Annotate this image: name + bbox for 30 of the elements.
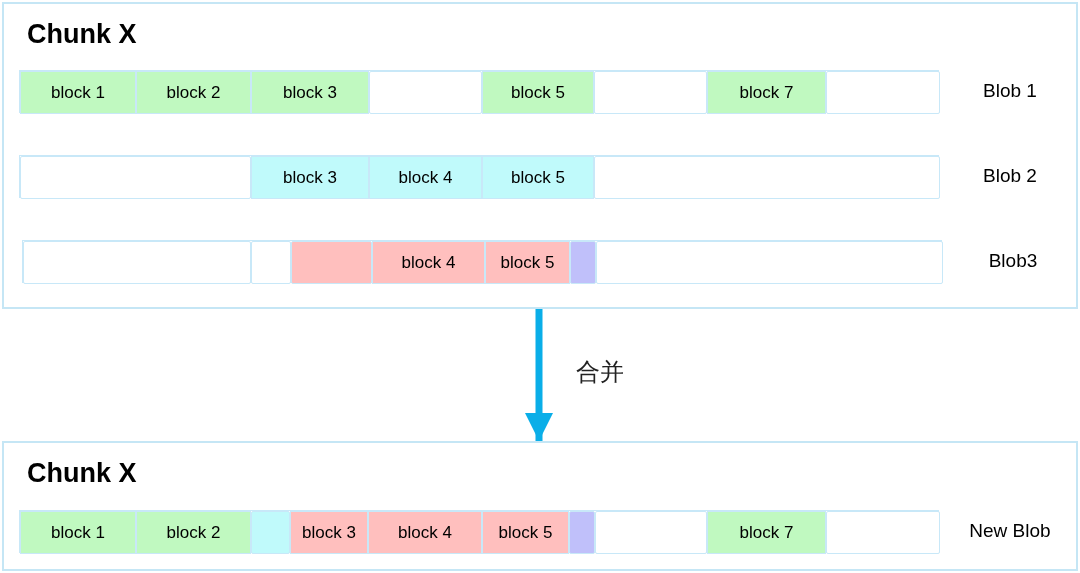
- block-cell: block 5: [482, 511, 569, 554]
- block-cell: block 4: [372, 241, 485, 284]
- filled-cell: [291, 241, 372, 284]
- block-cell: block 3: [251, 71, 369, 114]
- flow-arrow: [525, 309, 553, 441]
- block-cell: block 5: [482, 156, 594, 199]
- block-cell: block 5: [482, 71, 594, 114]
- block-cell: block 7: [707, 511, 826, 554]
- blob-label: New Blob: [968, 519, 1052, 544]
- empty-cell: [251, 241, 291, 284]
- block-cell: block 3: [251, 156, 369, 199]
- filled-cell: [570, 241, 596, 284]
- chunk-title: Chunk X: [27, 18, 137, 51]
- blob-label: Blob3: [987, 249, 1039, 274]
- block-cell: block 4: [368, 511, 482, 554]
- block-cell: block 2: [136, 71, 251, 114]
- block-cell: block 1: [20, 511, 136, 554]
- blob-label: Blob 1: [982, 79, 1038, 104]
- chunk-panel: [2, 2, 1078, 309]
- block-cell: block 1: [20, 71, 136, 114]
- chunk-title: Chunk X: [27, 457, 137, 490]
- filled-cell: [251, 511, 290, 554]
- filled-cell: [569, 511, 595, 554]
- block-cell: block 4: [369, 156, 482, 199]
- block-cell: block 2: [136, 511, 251, 554]
- block-cell: block 3: [290, 511, 368, 554]
- blob-label: Blob 2: [982, 164, 1038, 189]
- block-cell: block 5: [485, 241, 570, 284]
- chunk-panel: [2, 441, 1078, 571]
- block-cell: block 7: [707, 71, 826, 114]
